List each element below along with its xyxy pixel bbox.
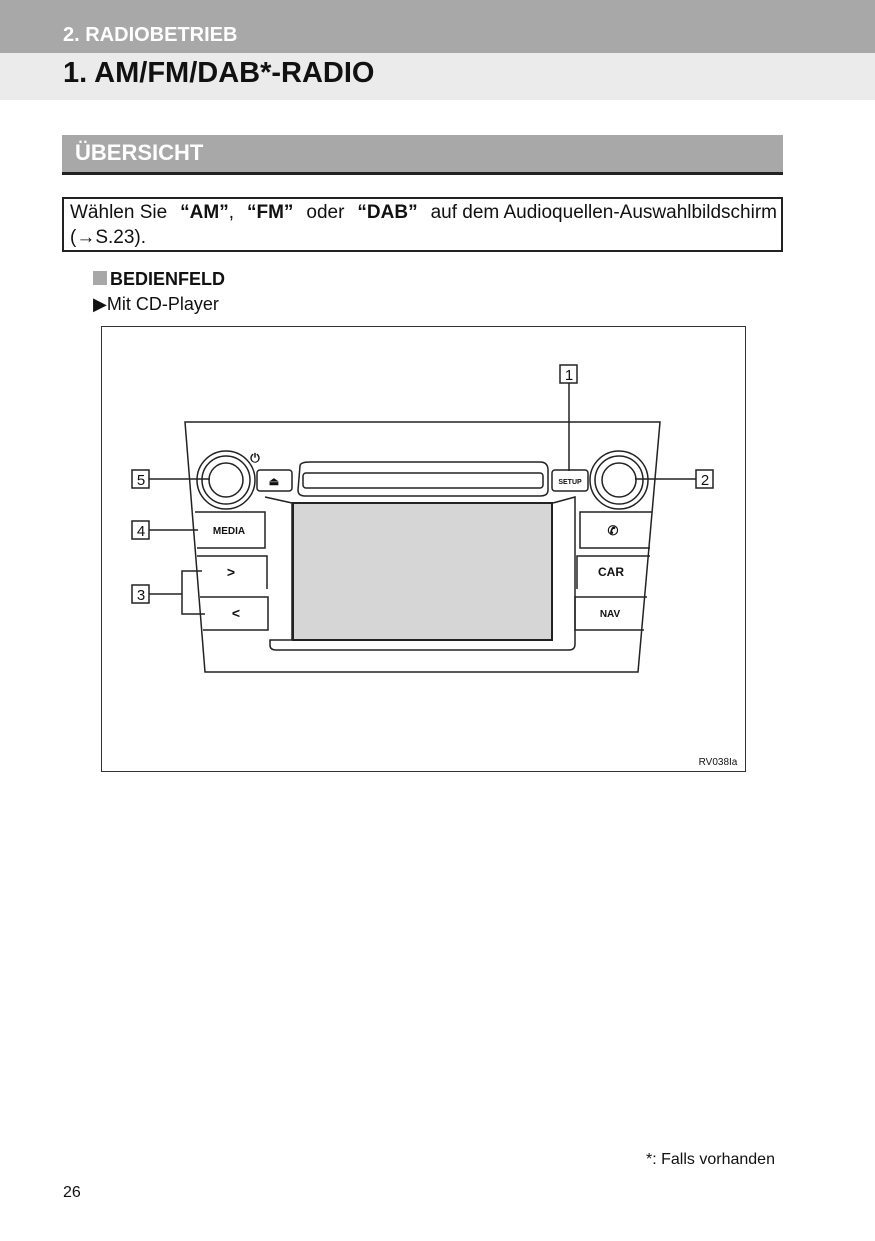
callout-2: 2 [701,472,709,489]
next-button-label: > [227,564,235,580]
square-bullet-icon [93,271,107,285]
note-text: auf dem Audioquellen-Auswahlbildschirm [430,202,777,223]
cd-slot [302,472,544,489]
figure-code: RV038Ia [699,757,738,768]
callout-5: 5 [137,472,145,489]
power-icon: ⏻ [250,451,260,465]
power-volume-knob [196,450,256,510]
right-buttons [574,511,652,631]
note-fm: “FM” [246,202,294,223]
title-band [0,53,875,100]
car-button-label: CAR [598,565,624,579]
subheading: BEDIENFELD [93,269,225,290]
screen-bezel [264,496,576,651]
prev-button-label: < [232,605,240,621]
nav-button-label: NAV [600,609,621,620]
variant-label: ▶Mit CD-Player [93,294,219,314]
setup-button-label: SETUP [558,479,582,486]
setup-button [551,469,589,492]
note-dab: “DAB” [357,202,418,223]
eject-button [256,469,293,492]
chapter-title: 2. RADIOBETRIEB [63,24,238,46]
display-screen [292,502,553,641]
note-comma: , [228,202,234,223]
footnote: *: Falls vorhanden [646,1151,775,1168]
instruction-box: Wählen Sie “AM”, “FM” oder “DAB” auf dem Audi… [62,197,783,252]
note-am: “AM” [180,202,229,223]
phone-apps-icon: ✆ [608,523,619,538]
eject-icon: ⏏ [269,476,280,488]
cd-slot-frame [297,461,549,497]
callout-4: 4 [137,523,145,540]
figure-frame [101,326,746,772]
callout-1: 1 [565,367,573,384]
chapter-band [0,0,875,53]
subheading-text: BEDIENFELD [110,269,226,289]
note-text: Wählen Sie [70,202,168,223]
page-reference-link[interactable]: (→S.23). [70,227,147,248]
note-text: oder [306,202,345,223]
page-title: 1. AM/FM/DAB*-RADIO [63,57,375,89]
page-number: 26 [63,1184,81,1201]
media-button-label: MEDIA [213,526,245,537]
left-buttons [195,511,269,631]
tune-scroll-knob [589,450,649,510]
section-header: ÜBERSICHT [62,135,783,175]
callout-3: 3 [137,587,145,604]
section-title: ÜBERSICHT [75,140,204,165]
